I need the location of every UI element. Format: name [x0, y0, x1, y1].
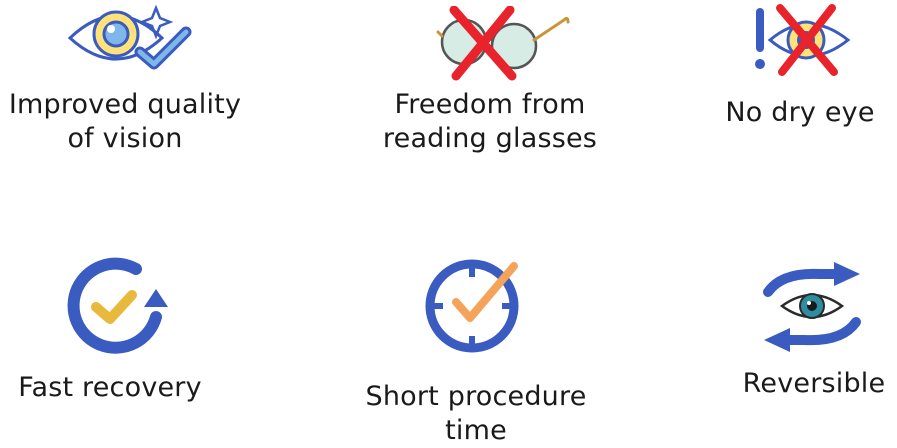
benefit-label: Reversible: [714, 367, 897, 401]
label-line-1: Freedom from: [394, 89, 586, 120]
benefit-label: Improved quality of vision: [0, 88, 250, 156]
benefit-label: Short procedure time: [346, 380, 606, 448]
benefit-label: Fast recovery: [0, 371, 220, 405]
label-line-1: Reversible: [742, 368, 886, 399]
benefit-label: No dry eye: [700, 96, 897, 130]
crossed-glasses-icon: [436, 6, 570, 81]
label-line-1: Improved quality: [8, 89, 242, 120]
benefit-label: Freedom from reading glasses: [360, 88, 620, 156]
clock-check-icon: [425, 259, 519, 353]
crossed-dry-eye-icon: [755, 4, 851, 76]
label-line-2: reading glasses: [382, 123, 598, 154]
eye-check-icon: [67, 4, 192, 70]
reversible-eye-icon: [763, 262, 861, 352]
label-line-1: Fast recovery: [18, 372, 202, 403]
label-line-1: No dry eye: [725, 97, 875, 128]
label-line-2: time: [445, 415, 507, 446]
label-line-1: Short procedure: [365, 381, 587, 412]
label-line-2: of vision: [67, 123, 183, 154]
recovery-check-icon: [67, 257, 168, 354]
